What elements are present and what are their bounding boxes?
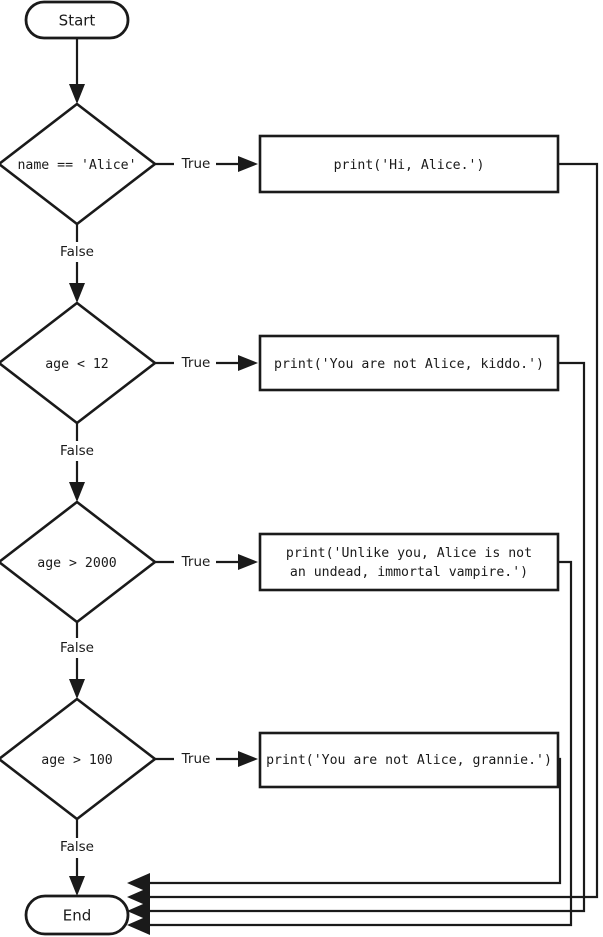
process-node-3[interactable]: print('Unlike you, Alice is not an undea… (258, 532, 560, 592)
arrow-head-d3-false (69, 679, 85, 699)
process-node-3-label-line1: print('Unlike you, Alice is not (286, 546, 532, 561)
edge-start-to-decision1 (69, 38, 85, 104)
decision-node-4-label: age > 100 (41, 753, 113, 768)
process-node-1[interactable]: print('Hi, Alice.') (258, 134, 560, 194)
arrow-head-p2-end (127, 901, 150, 921)
start-node[interactable]: Start (24, 0, 130, 40)
decision-node-2-label: age < 12 (45, 357, 109, 372)
edge-process2-to-end (127, 361, 586, 921)
process-node-2-label: print('You are not Alice, kiddo.') (274, 357, 544, 372)
edge-label-decision3-false: False (60, 640, 94, 656)
edge-process4-to-end (127, 757, 562, 893)
arrow-head-p4-end (127, 873, 150, 893)
process-node-2[interactable]: print('You are not Alice, kiddo.') (258, 334, 560, 392)
process-node-3-label-line2: an undead, immortal vampire.') (290, 565, 528, 580)
edge-decision1-true: True (155, 156, 258, 172)
arrow-head-d1-false (69, 283, 85, 303)
process-node-4-label: print('You are not Alice, grannie.') (266, 753, 552, 768)
decision-node-1[interactable]: name == 'Alice' (0, 102, 158, 226)
start-node-label: Start (59, 12, 96, 30)
edge-decision4-false: False (60, 819, 94, 896)
decision-node-3[interactable]: age > 2000 (0, 500, 158, 624)
arrow-head-d3-true (238, 554, 258, 570)
edge-label-decision2-false: False (60, 443, 94, 459)
edge-label-decision4-true: True (181, 751, 211, 767)
edge-decision4-true: True (155, 751, 258, 767)
end-node-shape (24, 894, 130, 936)
arrow-head-d4-false (69, 876, 85, 896)
edge-process1-to-end (127, 162, 599, 907)
end-node-label: End (63, 907, 92, 925)
process-node-2-shape (258, 334, 560, 392)
edge-decision2-false: False (60, 423, 94, 502)
arrow-head-d2-false (69, 482, 85, 502)
process-node-1-label: print('Hi, Alice.') (334, 158, 485, 173)
arrow-head-d2-true (238, 355, 258, 371)
edge-process3-to-end (127, 560, 573, 935)
edge-label-decision1-false: False (60, 244, 94, 260)
edge-path-p3-end (142, 560, 573, 927)
decision-node-4[interactable]: age > 100 (0, 697, 158, 821)
arrow-head-start-d1 (69, 84, 85, 104)
edge-path-p4-end (142, 757, 562, 885)
arrow-head-p1-end (127, 887, 150, 907)
end-node[interactable]: End (24, 894, 130, 936)
arrow-head-d4-true (238, 751, 258, 767)
edge-decision3-false: False (60, 622, 94, 699)
process-node-4-shape (258, 731, 560, 789)
edge-decision2-true: True (155, 355, 258, 371)
arrow-head-d1-true (238, 156, 258, 172)
arrow-head-p3-end (127, 915, 150, 935)
edge-label-decision1-true: True (181, 156, 211, 172)
edge-path-p1-end (142, 162, 599, 899)
decision-node-1-label: name == 'Alice' (17, 158, 136, 173)
edge-label-decision2-true: True (181, 355, 211, 371)
edge-label-decision3-true: True (181, 554, 211, 570)
decision-node-2[interactable]: age < 12 (0, 301, 158, 425)
decision-node-3-label: age > 2000 (37, 556, 116, 571)
edge-decision1-false: False (60, 224, 94, 303)
edge-decision3-true: True (155, 554, 258, 570)
process-node-4[interactable]: print('You are not Alice, grannie.') (258, 731, 560, 789)
edge-label-decision4-false: False (60, 839, 94, 855)
edge-path-p2-end (142, 361, 586, 913)
process-node-3-shape (258, 532, 560, 592)
